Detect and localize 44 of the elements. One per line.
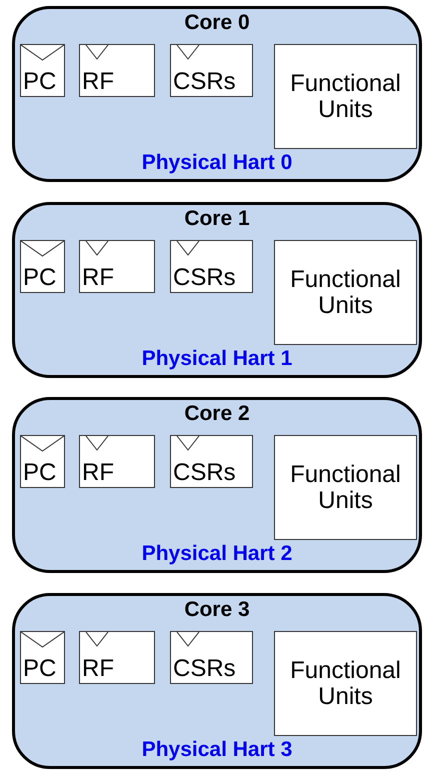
core-box [12, 202, 422, 378]
box-label: RF [82, 265, 114, 291]
hart-label: Physical Hart 3 [142, 738, 292, 762]
register-box [20, 44, 65, 97]
core-title: Core 1 [184, 207, 250, 231]
hart-label: Physical Hart 2 [142, 542, 292, 566]
box-label: CSRs [173, 460, 236, 486]
box-label: Functional Units [289, 266, 402, 318]
box-label: PC [23, 460, 56, 486]
box-label: PC [23, 656, 56, 682]
box-label: CSRs [173, 265, 236, 291]
core-title: Core 3 [184, 598, 250, 622]
core-title: Core 0 [184, 11, 250, 35]
register-box [20, 240, 65, 293]
register-box [20, 435, 65, 488]
register-box [79, 435, 155, 488]
register-box [20, 631, 65, 684]
box-label: Functional Units [289, 462, 402, 514]
box-label: CSRs [173, 69, 236, 95]
box-label: Functional Units [289, 658, 402, 710]
box-label: RF [82, 460, 114, 486]
box-label: PC [23, 69, 56, 95]
box-label: CSRs [173, 656, 236, 682]
core-title: Core 2 [184, 402, 250, 426]
hart-label: Physical Hart 0 [142, 151, 292, 175]
box-label: RF [82, 69, 114, 95]
register-box [79, 44, 155, 97]
functional-unit-box [274, 435, 417, 540]
register-box [79, 240, 155, 293]
core-box [12, 397, 422, 573]
register-box [170, 240, 253, 293]
box-label: PC [23, 265, 56, 291]
functional-unit-box [274, 240, 417, 345]
box-label: RF [82, 656, 114, 682]
register-box [170, 44, 253, 97]
box-label: Functional Units [289, 70, 402, 122]
functional-unit-box [274, 44, 417, 149]
register-box [170, 435, 253, 488]
functional-unit-box [274, 631, 417, 736]
hart-label: Physical Hart 1 [142, 347, 292, 371]
core-box [12, 593, 422, 769]
core-box [12, 6, 422, 182]
register-box [79, 631, 155, 684]
register-box [170, 631, 253, 684]
